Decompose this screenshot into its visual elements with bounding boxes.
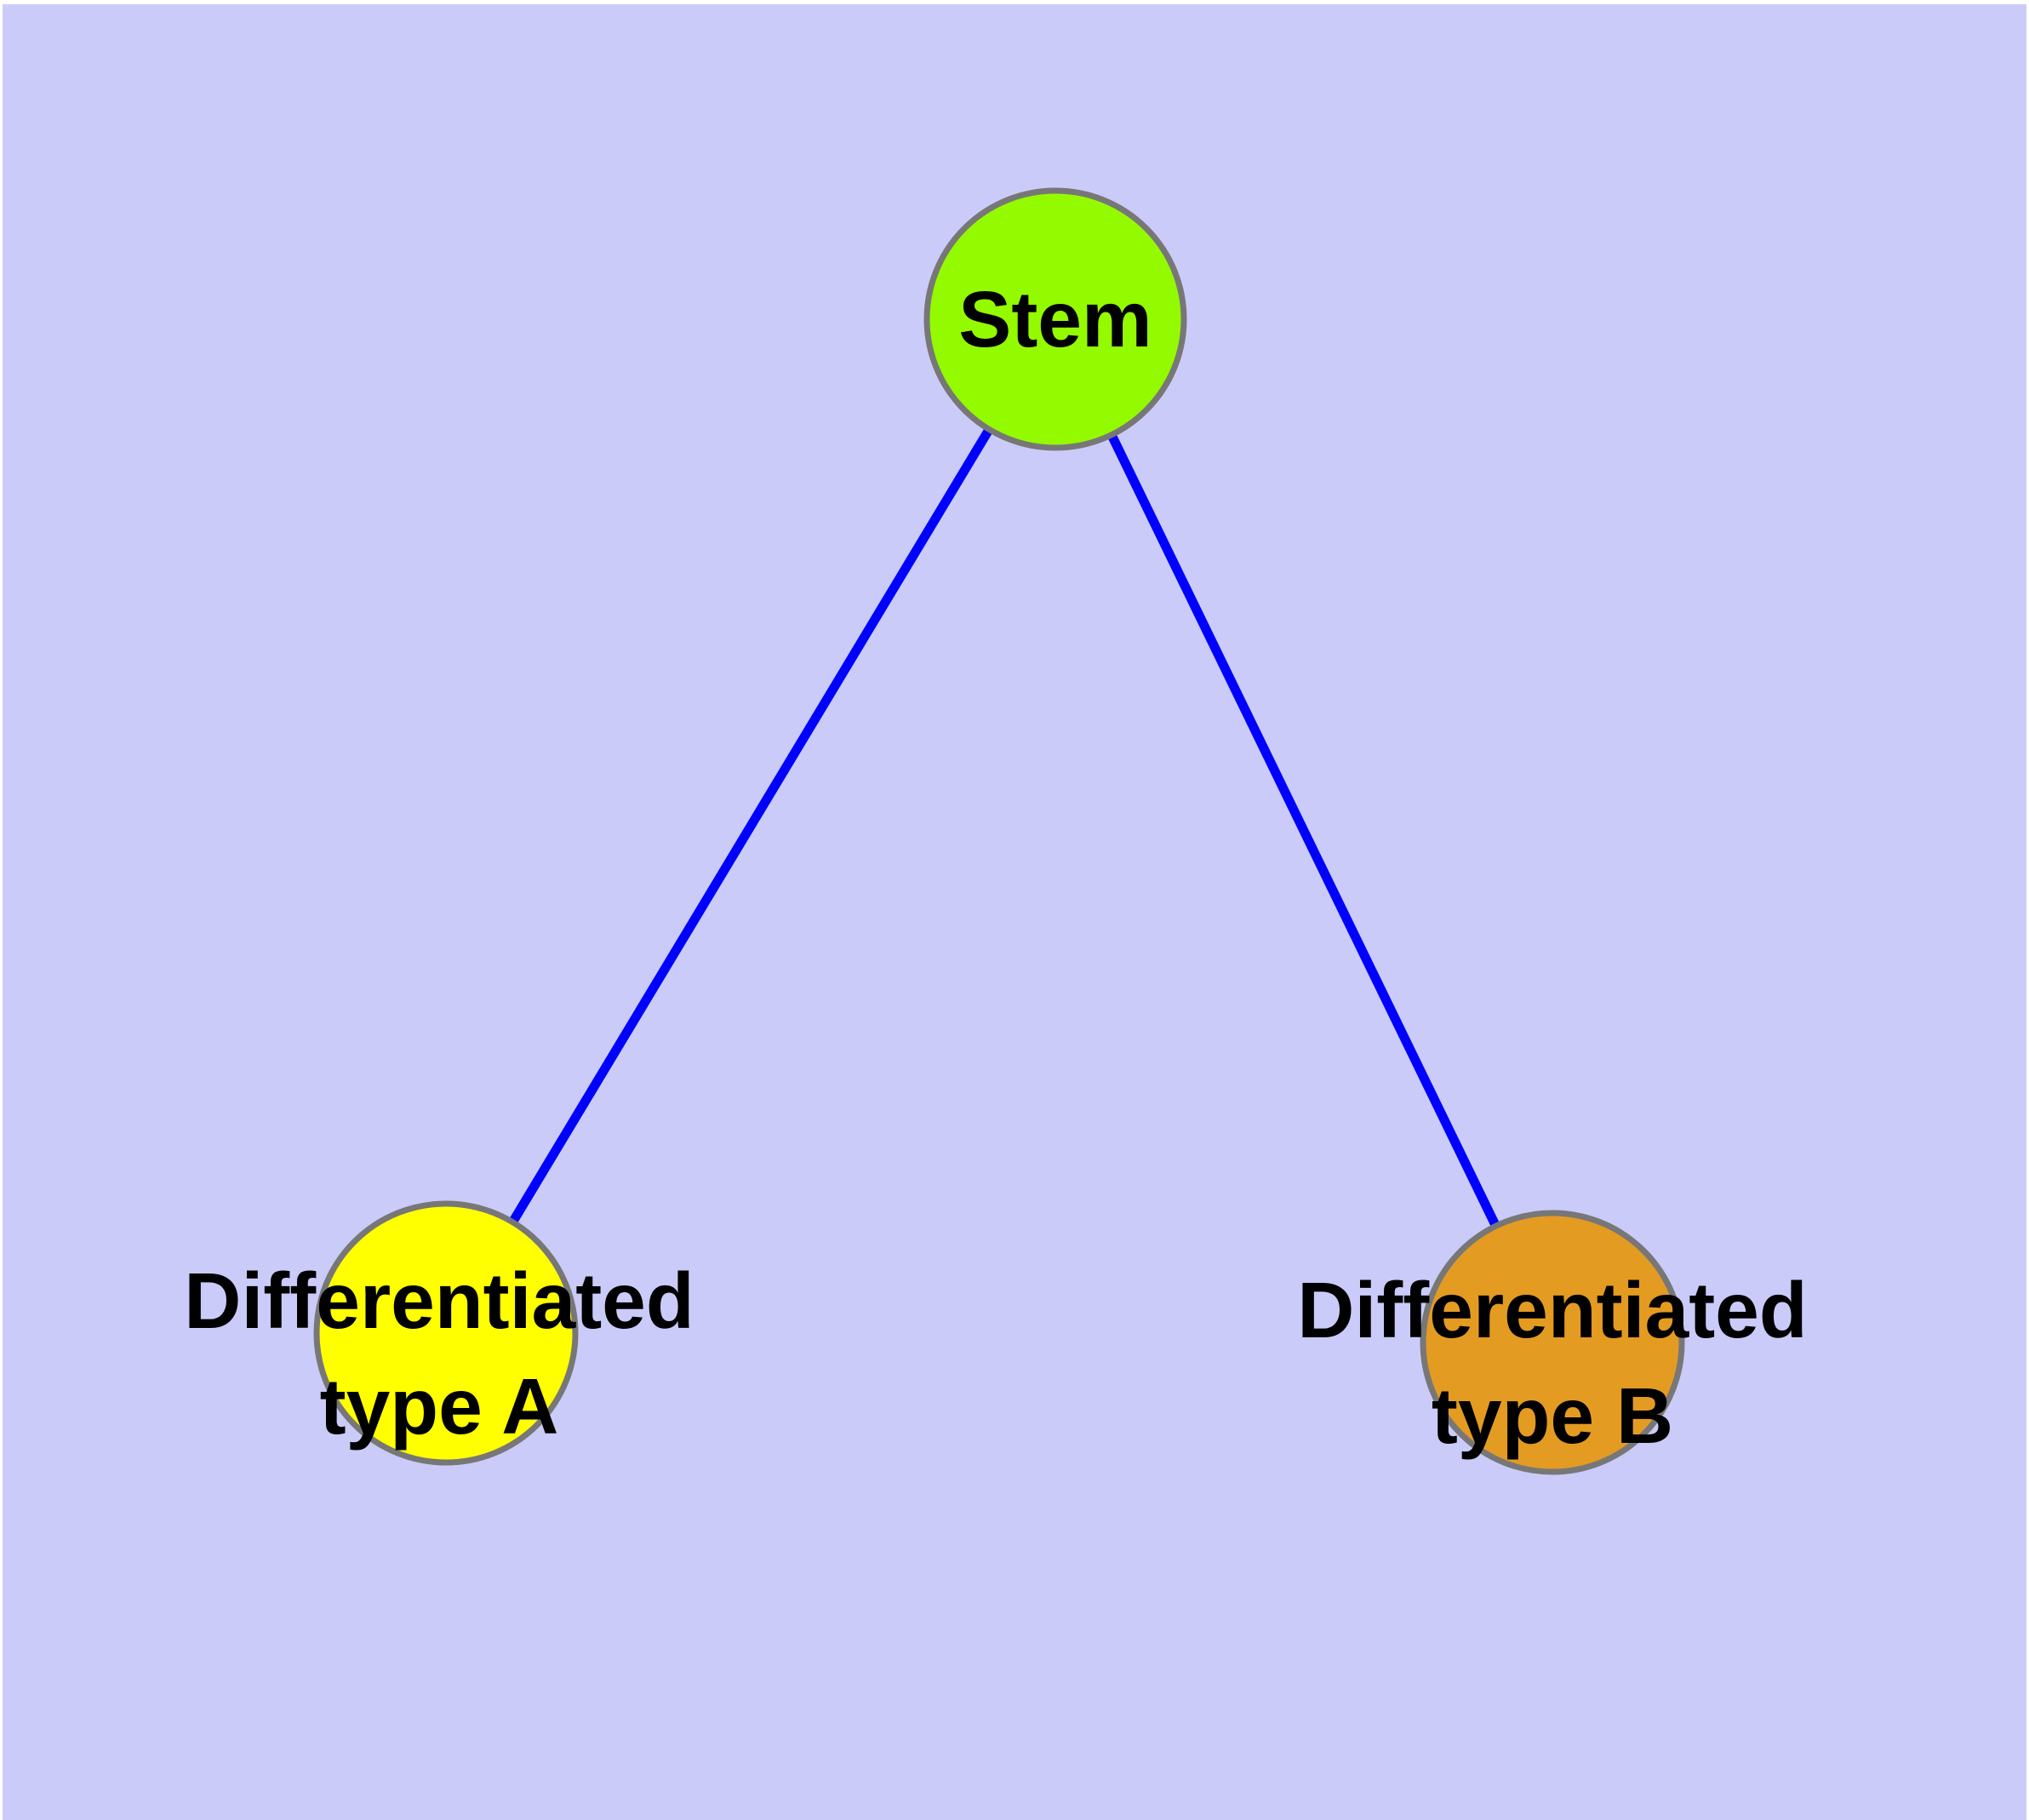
graph-canvas: Stem Differentiated type A Differentiate… bbox=[3, 4, 2026, 1820]
node-type-b-label-line2: type B bbox=[1431, 1371, 1674, 1460]
node-type-a-label-line1: Differentiated bbox=[184, 1256, 694, 1345]
node-differentiated-type-a-label: Differentiated type A bbox=[184, 1248, 694, 1459]
node-stem-label-text: Stem bbox=[958, 275, 1152, 363]
node-differentiated-type-a-circle bbox=[313, 1200, 579, 1466]
node-differentiated-type-b-label: Differentiated type B bbox=[1297, 1257, 1807, 1468]
edge-stem-to-type-a bbox=[442, 317, 1060, 1336]
node-stem-circle bbox=[923, 187, 1187, 451]
node-type-a-label-line2: type A bbox=[319, 1362, 559, 1451]
node-differentiated-type-b-circle bbox=[1420, 1210, 1685, 1475]
node-stem-label: Stem bbox=[958, 266, 1152, 372]
node-type-b-label-line1: Differentiated bbox=[1297, 1266, 1808, 1354]
edge-stem-to-type-b bbox=[1051, 317, 1557, 1345]
graph-svg bbox=[313, 187, 1685, 1475]
